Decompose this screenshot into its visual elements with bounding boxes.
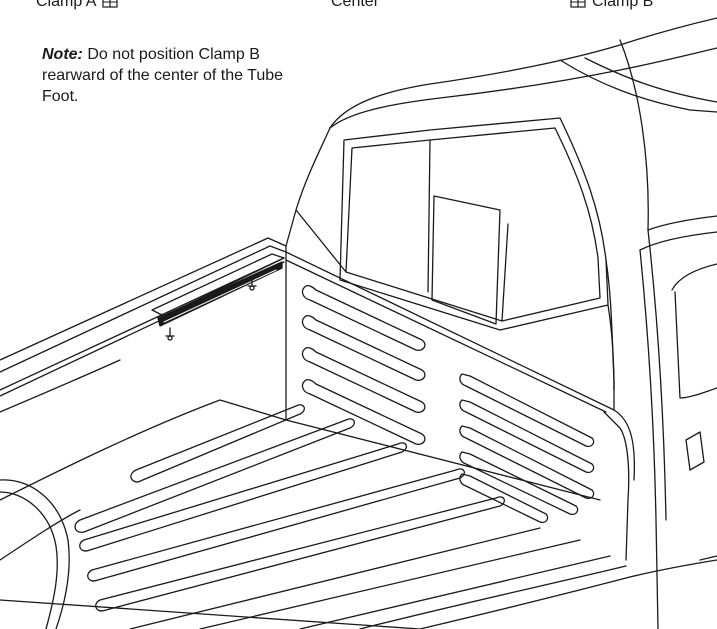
clamp-a-label: Clamp A [36, 0, 119, 12]
clamp-icon [102, 0, 119, 8]
cab-side [639, 215, 717, 629]
clamp-b-text: Clamp B [592, 0, 654, 10]
wheel-well [0, 479, 81, 629]
note-label: Note: [42, 46, 83, 63]
bed-rail [0, 237, 287, 413]
center-label: Center [331, 0, 379, 12]
bed-floor [0, 399, 611, 629]
note-block: Note: Do not position Clamp B rearward o… [42, 44, 322, 107]
note-text: Do not position Clamp B rearward of the … [42, 46, 284, 105]
bed-bottom-edge [359, 559, 717, 629]
cab-rear-window [285, 39, 649, 411]
cab-roof [329, 17, 717, 129]
bed-front-wall [285, 251, 636, 561]
clamp-b-label: Clamp B [570, 0, 653, 12]
clamp-a-text: Clamp A [36, 0, 97, 10]
center-text: Center [331, 0, 380, 10]
clamp-icon [570, 0, 586, 8]
tube-foot-assembly [151, 253, 285, 341]
